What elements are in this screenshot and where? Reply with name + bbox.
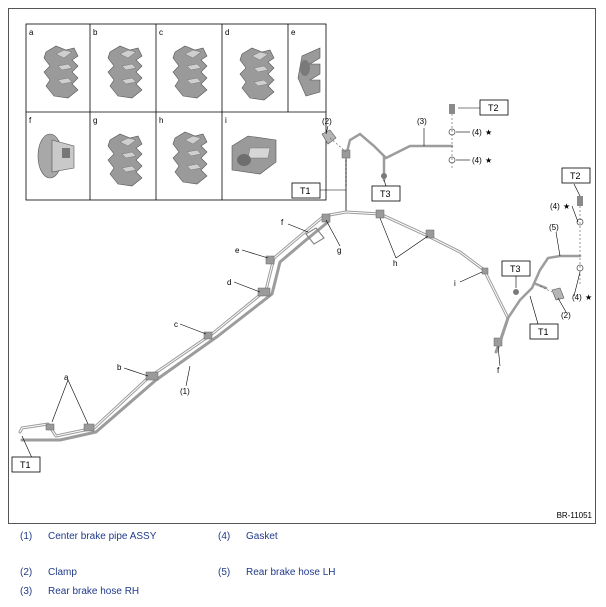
union-bolt-rh (449, 104, 455, 114)
clip-d (257, 287, 271, 297)
clamp-reference-grid: a b c d e f g h i (25, 23, 327, 201)
panel-label-h: h (159, 116, 163, 125)
callout-d: d (227, 278, 231, 287)
callout-a: a (64, 373, 69, 382)
clip-b (145, 371, 159, 381)
bolt-t3-lh (513, 289, 519, 295)
rear-brake-hose-lh (494, 254, 582, 354)
gasket-callout-lh-lower: (4) ★ (572, 293, 592, 302)
clamp-i-image (231, 135, 277, 175)
clip-a1 (45, 423, 55, 431)
svg-text:T2: T2 (488, 103, 499, 113)
panel-label-b: b (93, 28, 98, 37)
rear-brake-hose-rh (344, 132, 454, 182)
bolt-t3-rh (381, 173, 387, 179)
clamp-f-image (37, 133, 75, 179)
clamp-e-image (297, 47, 321, 97)
clamp-2-rh (321, 129, 337, 145)
torque-box-t3-rh: T3 (371, 185, 401, 202)
callout-f-rear: f (497, 366, 500, 375)
panel-label-a: a (29, 28, 34, 37)
callout-5: (5) (549, 223, 559, 232)
legend-item-5: (5)Rear brake hose LH (218, 567, 336, 578)
svg-text:T3: T3 (380, 189, 391, 199)
legend-item-3: (3)Rear brake hose RH (20, 586, 140, 597)
callout-1: (1) (180, 387, 190, 396)
leader-lines (21, 107, 581, 459)
clip-a2 (83, 423, 95, 432)
clamp-f-on-pipe (305, 227, 325, 245)
svg-text:T3: T3 (510, 264, 521, 274)
torque-box-t2-lh: T2 (561, 167, 591, 184)
legend-item-2: (2)Clamp (20, 567, 77, 578)
panel-label-d: d (225, 28, 229, 37)
gasket-callout-rh-lower: (4) ★ (472, 156, 492, 165)
clip-e (265, 255, 275, 265)
figure-code: BR-11051 (556, 511, 592, 520)
panel-label-f: f (29, 116, 32, 125)
callout-2-lh: (2) (561, 311, 571, 320)
callout-f-front: f (281, 218, 284, 227)
callout-i: i (454, 279, 456, 288)
panel-label-e: e (291, 28, 296, 37)
clip-g (321, 213, 331, 223)
callout-h: h (393, 259, 397, 268)
star-icon: ★ (563, 202, 570, 211)
torque-box-t1-lh: T1 (529, 323, 559, 340)
star-icon: ★ (485, 156, 492, 165)
torque-box-t2-rh: T2 (479, 99, 509, 116)
callout-4-lh-lower: (4) (572, 293, 582, 302)
callout-4-rh-lower: (4) (472, 156, 482, 165)
union-bolt-lh (577, 196, 583, 206)
svg-text:T1: T1 (300, 186, 311, 196)
clamp-2-lh (551, 287, 565, 301)
callout-4-rh-upper: (4) (472, 128, 482, 137)
gasket-callout-rh-upper: (4) ★ (472, 128, 492, 137)
clip-c (203, 331, 213, 340)
callout-g: g (337, 246, 341, 255)
pipe-clips (45, 209, 503, 432)
torque-box-t1-front: T1 (11, 456, 41, 473)
legend-item-4: (4)Gasket (218, 531, 278, 542)
clip-i (481, 267, 489, 275)
clip-h1 (375, 209, 385, 219)
diagram-frame (8, 8, 596, 524)
legend-item-1: (1)Center brake pipe ASSY (20, 531, 157, 542)
svg-text:T1: T1 (538, 327, 549, 337)
callout-4-lh-upper: (4) (550, 202, 560, 211)
callout-b: b (117, 363, 122, 372)
panel-label-c: c (159, 28, 163, 37)
svg-text:T1: T1 (20, 460, 31, 470)
star-icon: ★ (585, 293, 592, 302)
torque-box-t3-lh: T3 (501, 260, 531, 277)
gasket-callout-lh-upper: (4) ★ (550, 202, 570, 211)
svg-text:T2: T2 (570, 171, 581, 181)
clip-h2 (425, 229, 435, 239)
panel-label-i: i (225, 116, 227, 125)
callout-3: (3) (417, 117, 427, 126)
panel-label-g: g (93, 116, 97, 125)
torque-box-t1-rh: T1 (291, 182, 321, 199)
callout-e: e (235, 246, 240, 255)
star-icon: ★ (485, 128, 492, 137)
callout-c: c (174, 320, 178, 329)
callout-2-rh: (2) (322, 117, 332, 126)
